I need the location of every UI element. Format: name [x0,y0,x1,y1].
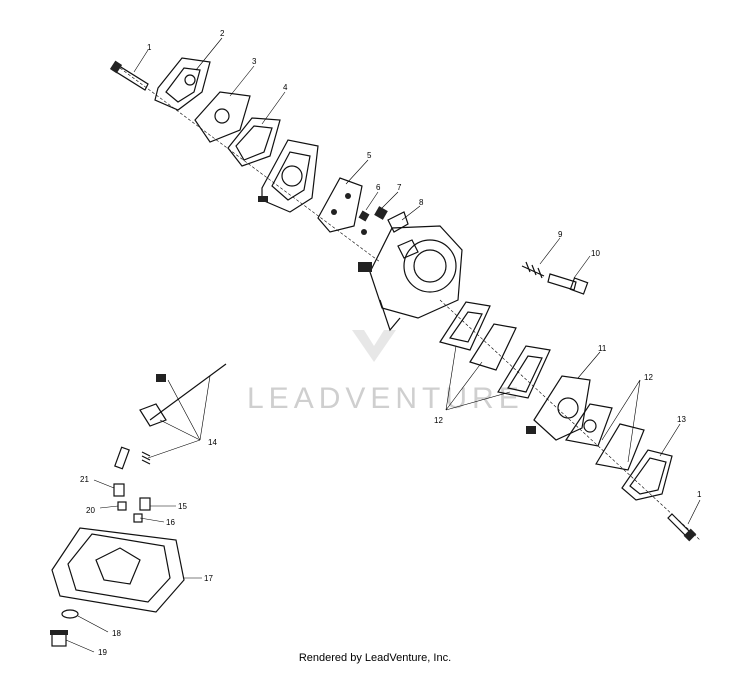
plug-screw [50,630,68,647]
diaphragm [194,91,251,143]
metering-plate [317,177,363,233]
pump-body [258,139,319,213]
callout-21: 21 [80,475,89,484]
callout-3: 3 [252,57,257,66]
callout-5: 5 [367,151,372,160]
callout-2: 2 [220,29,225,38]
callout-16: 16 [166,518,175,527]
pump-cover [154,57,211,111]
small-parts-6-8 [358,206,409,235]
callout-9: 9 [558,230,563,239]
carburetor-body [358,225,463,332]
callout-1-top: 1 [147,43,152,52]
watermark-text: LEADVENTURE [247,382,524,415]
callout-4: 4 [283,83,288,92]
callouts: 1 2 3 4 5 6 7 8 9 10 11 12 12 13 1 14 21… [80,29,702,657]
callout-13: 13 [677,415,686,424]
pump-body-right [526,375,591,441]
gasket-right-2 [469,323,517,371]
callout-11: 11 [598,344,607,353]
diaphragm-right-1 [564,403,613,447]
callout-17: 17 [204,574,213,583]
adjust-screw [547,273,589,295]
gasket-right-1 [439,301,491,351]
diaphragm-right-2 [595,423,645,471]
throttle-linkage [114,363,227,470]
gasket-4 [227,117,281,167]
callout-12-right: 12 [644,373,653,382]
axis-lines [119,67,701,541]
callout-14: 14 [208,438,217,447]
callout-19: 19 [98,648,107,657]
callout-7: 7 [397,183,402,192]
callout-12-left: 12 [434,416,443,425]
bolt-top [109,60,149,91]
carburetor-base [51,527,185,613]
callout-1-bottom: 1 [697,490,702,499]
callout-6: 6 [376,183,381,192]
callout-10: 10 [591,249,600,258]
gasket-right-3 [497,345,551,399]
watermark-logo [352,330,396,362]
callout-8: 8 [419,198,424,207]
bolt-bottom [667,513,697,542]
washer [61,609,79,619]
footer-credit: Rendered by LeadVenture, Inc. [298,652,452,664]
idle-spring [521,261,545,279]
callout-15: 15 [178,502,187,511]
cover-right [621,449,673,501]
callout-18: 18 [112,629,121,638]
leader-lines [65,37,701,653]
jets [113,483,151,523]
callout-20: 20 [86,506,95,515]
